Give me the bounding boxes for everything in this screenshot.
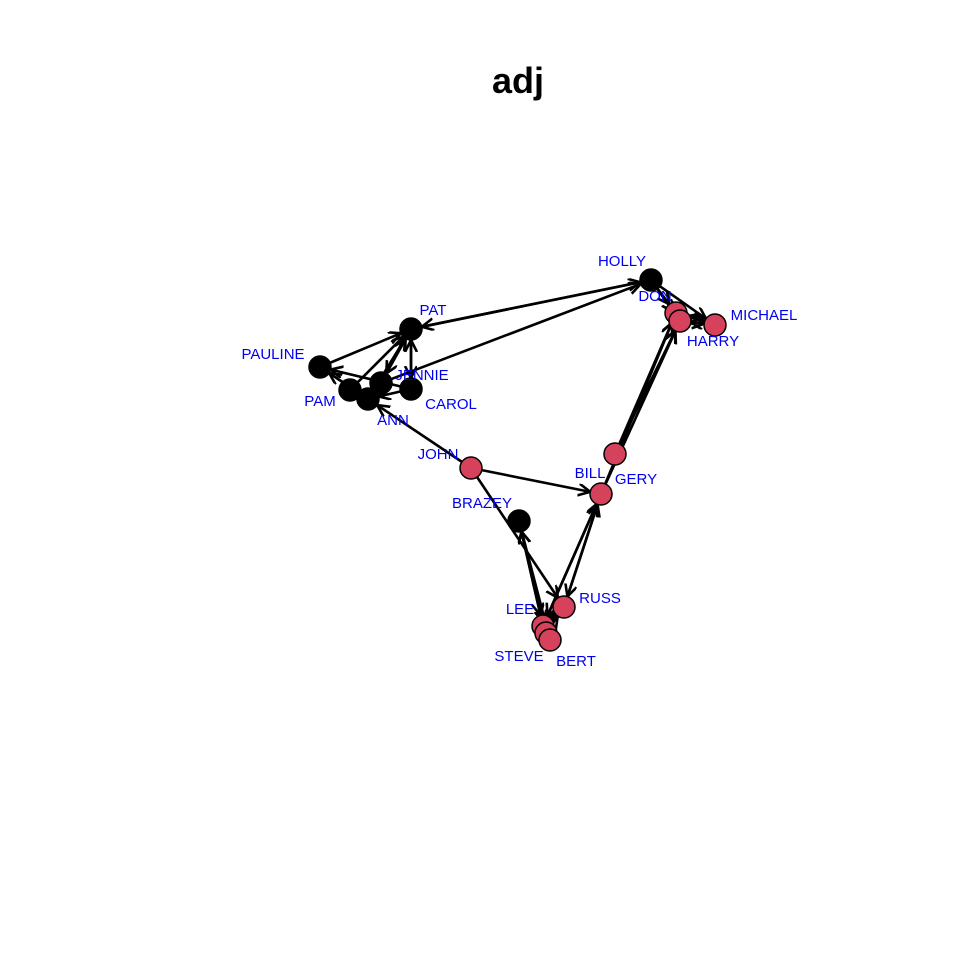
node-ann [356,387,380,411]
node-label-lee: LEE [506,601,534,618]
edge-pam-to-pat [356,337,403,384]
edge-pat-to-holly [421,282,640,329]
node-label-russ: RUSS [579,590,621,607]
edge-john-to-ann [377,405,463,463]
node-label-steve: STEVE [494,648,543,665]
node-carol [399,377,423,401]
edge-pauline-to-pat [329,333,401,364]
edge-harry-to-michael [690,322,704,324]
node-label-ann: ANN [377,412,409,429]
node-label-bert: BERT [556,653,596,670]
node-label-john: JOHN [418,446,459,463]
node-label-brazey: BRAZEY [452,495,512,512]
node-label-michael: MICHAEL [731,307,798,324]
node-label-pam: PAM [304,393,335,410]
node-brazey [507,509,531,533]
node-label-carol: CAROL [425,396,477,413]
node-label-pauline: PAULINE [241,346,304,363]
node-label-gery: GERY [615,471,657,488]
plot-title: adj [492,60,544,101]
node-michael [703,313,727,337]
node-label-pat: PAT [420,302,447,319]
node-holly [639,268,663,292]
node-john [459,456,483,480]
nodes-layer [308,268,727,652]
node-label-bill: BILL [575,465,606,482]
node-bill [603,442,627,466]
node-label-jennie: JENNIE [395,367,448,384]
edge-carol-to-ann [379,391,401,396]
node-label-don: DON [638,288,671,305]
labels-layer: HOLLY DON MICHAEL HARRY PAT PAULINE JENNIE CARO… [241,253,797,670]
edge-gery-to-russ [567,504,599,596]
node-harry [668,309,692,333]
edge-gery-to-lee [547,503,598,616]
edge-john-to-gery [481,468,590,492]
node-jennie [369,371,393,395]
edge-jennie-to-holly [390,284,640,381]
node-gery [589,482,613,506]
node-pat [399,317,423,341]
node-label-harry: HARRY [687,333,739,350]
node-label-holly: HOLLY [598,253,646,270]
node-pauline [308,355,332,379]
node-russ [552,595,576,619]
edges-layer [329,282,706,642]
node-bert [538,628,562,652]
